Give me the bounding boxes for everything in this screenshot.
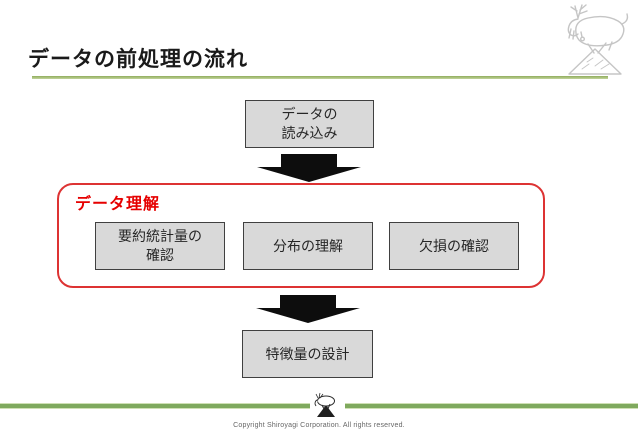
footer-divider-right	[345, 403, 638, 409]
page-title: データの前処理の流れ	[28, 48, 248, 71]
flow-step-data-load: データの 読み込み	[245, 100, 374, 148]
company-goat-logo-icon	[554, 2, 638, 78]
footer-divider-left	[0, 403, 310, 409]
footer-goat-logo-icon	[306, 392, 346, 418]
flow-step-summary-stats: 要約統計量の 確認	[95, 222, 225, 270]
flow-step-feature-design-label: 特徴量の設計	[265, 345, 350, 362]
flow-step-distribution: 分布の理解	[243, 222, 373, 270]
title-divider	[32, 76, 608, 79]
data-understanding-group	[57, 183, 545, 288]
flow-step-distribution-label: 分布の理解	[273, 237, 343, 254]
copyright-text: Copyright Shiroyagi Corporation. All rig…	[233, 422, 405, 429]
flow-step-missing-values-label: 欠損の確認	[419, 237, 489, 254]
flow-step-missing-values: 欠損の確認	[389, 222, 519, 270]
flow-step-data-load-label: データの 読み込み	[281, 106, 338, 141]
block-arrow-down-icon	[256, 295, 360, 323]
block-arrow-down-icon	[257, 154, 361, 182]
flow-step-summary-stats-label: 要約統計量の 確認	[118, 228, 202, 263]
flow-step-feature-design: 特徴量の設計	[242, 330, 373, 378]
data-understanding-group-label: データ理解	[75, 196, 161, 213]
